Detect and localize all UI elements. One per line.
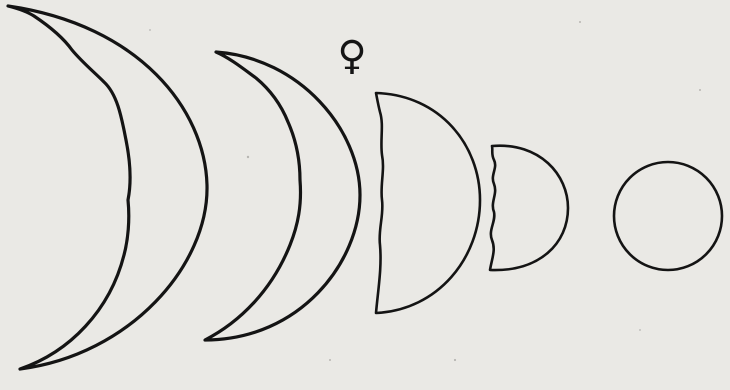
paper-texture bbox=[149, 21, 701, 361]
phase-full bbox=[614, 162, 722, 270]
phase-gibbous bbox=[490, 146, 568, 270]
phase-thin-crescent bbox=[8, 6, 207, 369]
venus-symbol: ♀ bbox=[335, 30, 369, 82]
phase-half bbox=[376, 93, 480, 313]
phase-crescent bbox=[205, 52, 360, 340]
